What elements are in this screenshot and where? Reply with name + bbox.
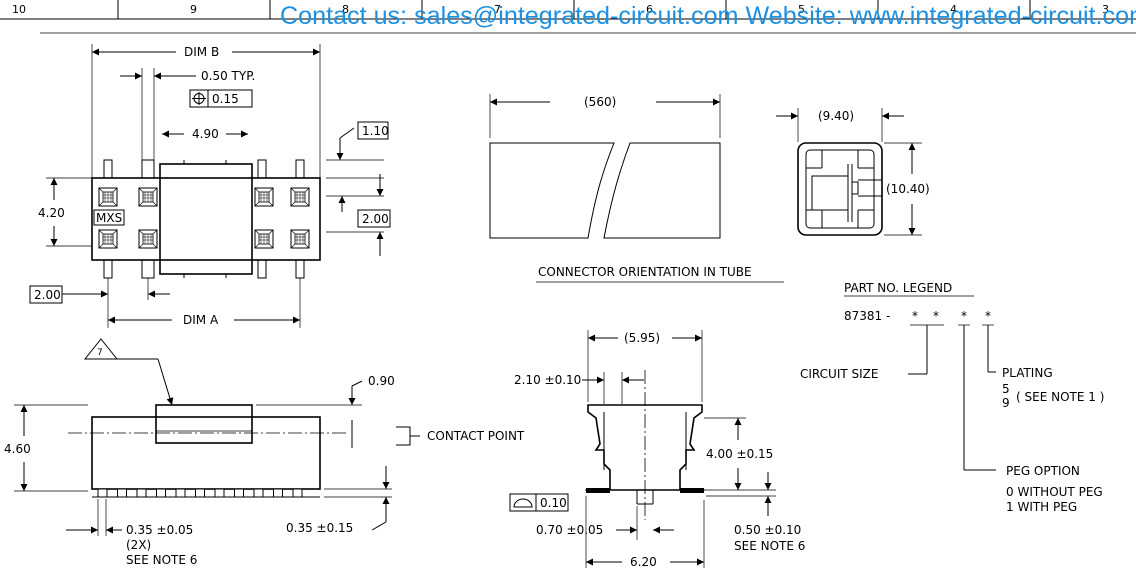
peg-option-1: 1 WITH PEG	[1006, 500, 1077, 514]
part-legend: PART NO. LEGEND 87381 - * * * * CIRCUIT …	[800, 281, 1104, 514]
zone-marker: 9	[190, 3, 197, 16]
note-flag-icon	[83, 338, 119, 360]
circuit-size-label: CIRCUIT SIZE	[800, 367, 878, 381]
dim-595: (5.95)	[624, 331, 660, 345]
zone-marker: 5	[798, 3, 805, 16]
end-view: (5.95) 2.10 ±0.10 4.00 ±0.15 0.50 ±0.10 …	[509, 330, 805, 569]
dim-200-left: 2.00	[34, 288, 61, 302]
plating-note: ( SEE NOTE 1 )	[1016, 390, 1104, 404]
placeholder-3: *	[961, 309, 967, 323]
contact-lead	[136, 488, 147, 498]
position-tolerance-value: 0.15	[212, 92, 239, 106]
zone-marker: 8	[342, 3, 349, 16]
dim-210: 2.10 ±0.10	[514, 373, 581, 387]
contact-lead	[273, 488, 283, 498]
pitch-label: 0.50 TYP.	[201, 69, 255, 83]
dim-a-label: DIM A	[183, 313, 219, 327]
placeholder-1: *	[912, 309, 918, 323]
tube-height: (10.40)	[886, 182, 930, 196]
bottom-leads	[97, 488, 303, 498]
center-body	[159, 163, 253, 275]
note-flag-number: 7	[97, 348, 103, 358]
peg-option-0: 0 WITHOUT PEG	[1006, 485, 1103, 499]
placeholder-2: *	[933, 309, 939, 323]
tube-length: (560)	[584, 95, 616, 109]
contact-lead	[175, 488, 186, 498]
dim-420: 4.20	[38, 206, 65, 220]
dim-110: 1.10	[362, 124, 389, 138]
dim-070: 0.70 ±0.05	[536, 523, 603, 537]
dim-400: 4.00 ±0.15	[706, 447, 773, 461]
tube-width: (9.40)	[818, 109, 854, 123]
contact-lead	[156, 488, 166, 498]
contact-point-label: CONTACT POINT	[427, 429, 525, 443]
contact-lead	[234, 488, 244, 498]
zone-marker: 4	[950, 3, 957, 16]
placeholder-4: *	[985, 309, 991, 323]
contact-lead	[253, 488, 264, 498]
contact-lead	[214, 488, 225, 498]
position-tolerance-frame: 0.15	[189, 89, 253, 108]
peg-option-label: PEG OPTION	[1006, 464, 1080, 478]
profile-surface-icon	[513, 498, 533, 508]
contact-lead	[292, 488, 303, 498]
zone-marker: 10	[12, 3, 26, 16]
part-prefix: 87381 -	[844, 309, 890, 323]
mxs-marking: MXS	[96, 211, 122, 225]
flatness-value: 0.10	[540, 496, 567, 510]
see-note-6-left: SEE NOTE 6	[126, 553, 197, 567]
plating-option-5: 5	[1002, 382, 1010, 396]
dim-035-pm005: 0.35 ±0.05	[126, 523, 193, 537]
contact-lead	[117, 488, 127, 498]
see-note-6-right: SEE NOTE 6	[734, 539, 805, 553]
dim-200-right: 2.00	[362, 212, 389, 226]
top-view: DIM B 0.50 TYP. 0.15 4.90 1.10	[29, 44, 391, 328]
zone-strip: 10 9 8 7 6 5 4 3	[0, 0, 1136, 34]
side-view: 7 0.90 4.60 CONTACT POINT 0.35 ±0	[4, 338, 525, 567]
zone-marker: 6	[646, 3, 653, 16]
housing-outline	[91, 177, 321, 261]
contact-watermark: Contact us: sales@integrated-circuit.com…	[280, 2, 1136, 30]
dim-090: 0.90	[368, 374, 395, 388]
tube-caption: CONNECTOR ORIENTATION IN TUBE	[538, 265, 752, 279]
dim-460: 4.60	[4, 442, 31, 456]
dim-050: 0.50 ±0.10	[734, 523, 801, 537]
lead-qty: (2X)	[126, 538, 151, 552]
plating-option-9: 9	[1002, 396, 1010, 410]
tube-end-view: (9.40) (10.40)	[776, 108, 930, 236]
dim-620: 6.20	[630, 555, 657, 569]
plating-label: PLATING	[1002, 366, 1053, 380]
zone-marker: 3	[1102, 3, 1109, 16]
contact-lead	[97, 488, 108, 498]
flatness-frame: 0.10	[509, 493, 569, 512]
legend-title: PART NO. LEGEND	[844, 281, 952, 295]
zone-marker: 7	[494, 3, 501, 16]
contact-lead	[195, 488, 205, 498]
dim-490: 4.90	[192, 127, 219, 141]
tube-view: (560) CONNECTOR ORIENTATION IN TUBE	[489, 94, 784, 283]
dim-035-pm015: 0.35 ±0.15	[286, 521, 353, 535]
dim-b-label: DIM B	[184, 45, 219, 59]
